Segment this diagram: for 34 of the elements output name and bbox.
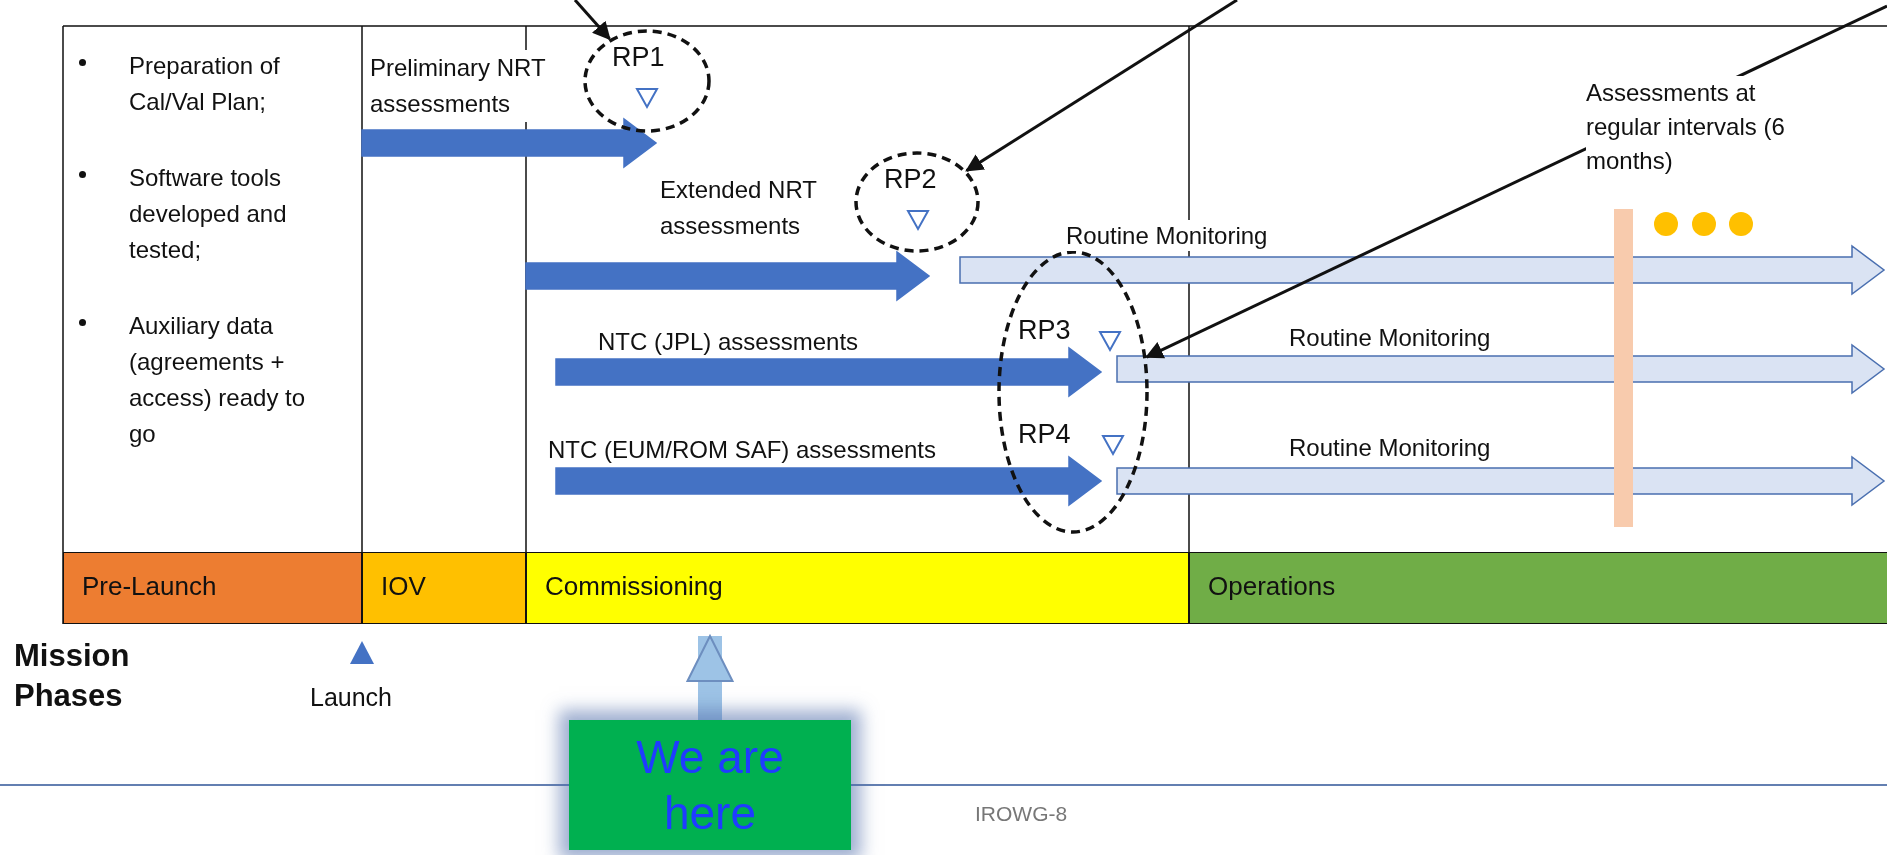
phase-label: Pre-Launch <box>82 570 217 602</box>
review-point-label: RP1 <box>612 41 665 73</box>
review-point-label: RP3 <box>1018 314 1071 346</box>
task-label: Routine Monitoring <box>1289 433 1491 463</box>
heading-text: Mission Phases <box>14 637 131 715</box>
bullet-text: Preparation of Cal/Val Plan; <box>129 51 281 117</box>
phase-band <box>1189 552 1887 624</box>
leader-arrow <box>965 0 1238 172</box>
leader-arrow <box>573 0 611 41</box>
bullet-text: Software tools developed and tested; <box>129 163 288 265</box>
review-point-marker <box>997 250 1149 534</box>
leader-arrow <box>1145 4 1887 359</box>
phase-band <box>526 552 1189 624</box>
task-label: NTC (EUM/ROM SAF) assessments <box>548 435 937 465</box>
interval-bar <box>1614 209 1633 527</box>
phase-label: Operations <box>1208 570 1336 602</box>
phase-band <box>362 552 526 624</box>
marker-label: Launch <box>310 682 393 713</box>
phase-label: IOV <box>381 570 426 602</box>
task-label: Routine Monitoring <box>1289 323 1491 353</box>
task-label: NTC (JPL) assessments <box>598 327 859 357</box>
block-arrow <box>686 635 734 720</box>
phase-band <box>63 552 362 624</box>
review-point-marker <box>583 29 711 133</box>
callout-text: We are here <box>635 730 785 841</box>
review-point-label: RP4 <box>1018 418 1071 450</box>
review-point-marker <box>854 151 980 253</box>
footer-text: IROWG-8 <box>975 801 1068 827</box>
phase-label: Commissioning <box>545 570 723 602</box>
task-label: Routine Monitoring <box>1066 220 1268 251</box>
review-point-label: RP2 <box>884 163 937 195</box>
task-label: Extended NRT assessments <box>660 175 818 241</box>
status-callout-box <box>569 720 851 850</box>
bullet-text: Auxiliary data (agreements + access) ready to go <box>129 311 307 449</box>
